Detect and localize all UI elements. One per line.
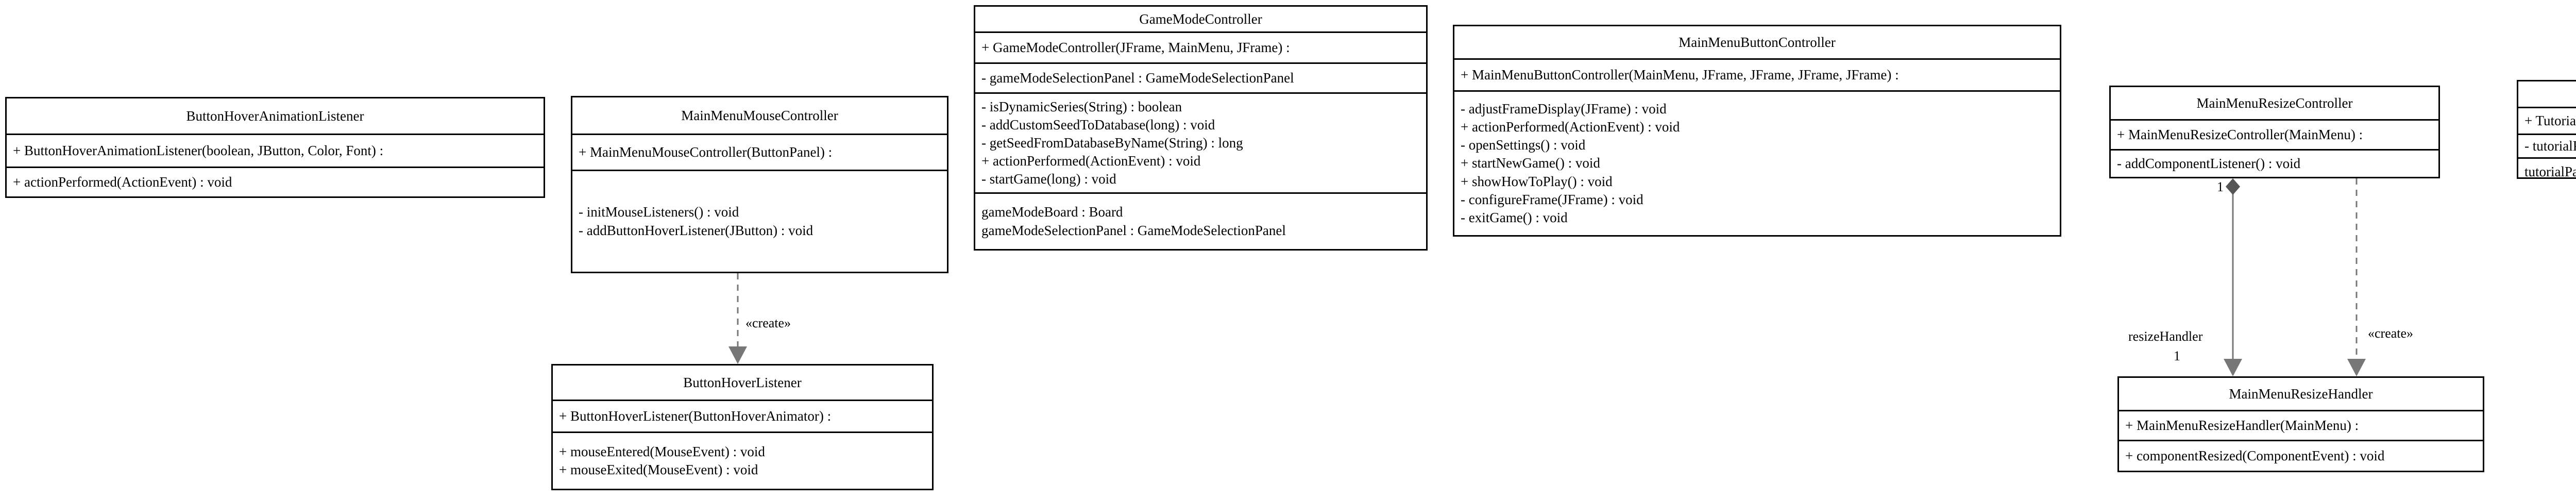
class-name: MainMenuResizeHandler bbox=[2229, 386, 2373, 402]
member-row: - tutorialPanel : TutorialPanel bbox=[2524, 138, 2576, 154]
member-row: + showHowToPlay() : void bbox=[1461, 173, 1613, 189]
class-name: MainMenuButtonController bbox=[1679, 34, 1836, 50]
member-row: + MainMenuResizeController(MainMenu) : bbox=[2117, 126, 2363, 142]
edge-label-multiplicity-target: 1 bbox=[2174, 348, 2180, 363]
class-constructor-compartment: + GameModeController(JFrame, MainMenu, J… bbox=[975, 31, 1426, 62]
class-attribute-compartment: - gameModeSelectionPanel : GameModeSelec… bbox=[975, 62, 1426, 92]
member-row: + MainMenuMouseController(ButtonPanel) : bbox=[579, 144, 833, 160]
class-box-button-hover-animation-listener[interactable]: ButtonHoverAnimationListener + ButtonHov… bbox=[5, 97, 545, 198]
member-row: gameModeSelectionPanel : GameModeSelecti… bbox=[981, 222, 1286, 238]
edge-label-create-1: «create» bbox=[745, 316, 791, 330]
member-row: - isDynamicSeries(String) : boolean bbox=[981, 98, 1182, 114]
class-constructor-compartment: + MainMenuButtonController(MainMenu, JFr… bbox=[1454, 58, 2060, 90]
member-row: + actionPerformed(ActionEvent) : void bbox=[13, 174, 232, 190]
member-row: - gameModeSelectionPanel : GameModeSelec… bbox=[981, 70, 1294, 86]
class-box-button-hover-listener[interactable]: ButtonHoverListener + ButtonHoverListene… bbox=[551, 364, 934, 490]
class-method-compartment: - addComponentListener() : void bbox=[2111, 148, 2438, 177]
member-row: + ButtonHoverAnimationListener(boolean, … bbox=[13, 142, 384, 158]
class-name: ButtonHoverListener bbox=[683, 374, 802, 390]
edge-label-multiplicity-source: 1 bbox=[2217, 179, 2224, 194]
class-constructor-compartment: + MainMenuResizeHandler(MainMenu) : bbox=[2119, 410, 2483, 440]
class-box-main-menu-resize-controller[interactable]: MainMenuResizeController + MainMenuResiz… bbox=[2109, 86, 2440, 178]
class-method-compartment: + mouseEntered(MouseEvent) : void + mous… bbox=[553, 431, 932, 489]
class-constructor-compartment: + MainMenuResizeController(MainMenu) : bbox=[2111, 119, 2438, 149]
member-row: + startNewGame() : void bbox=[1461, 155, 1600, 171]
class-method-compartment: - adjustFrameDisplay(JFrame) : void + ac… bbox=[1454, 90, 2060, 235]
class-title-compartment: ButtonHoverListener bbox=[553, 366, 932, 400]
member-row: - addButtonHoverListener(JButton) : void bbox=[579, 222, 814, 238]
member-row: - addComponentListener() : void bbox=[2117, 155, 2301, 171]
class-method-compartment: - isDynamicSeries(String) : boolean - ad… bbox=[975, 92, 1426, 192]
class-box-main-menu-resize-handler[interactable]: MainMenuResizeHandler + MainMenuResizeHa… bbox=[2117, 376, 2484, 472]
member-row: - openSettings() : void bbox=[1461, 137, 1586, 153]
class-name: GameModeController bbox=[1139, 11, 1262, 27]
member-row: + MainMenuResizeHandler(MainMenu) : bbox=[2125, 417, 2359, 433]
class-constructor-compartment: + MainMenuMouseController(ButtonPanel) : bbox=[572, 134, 947, 170]
member-row: gameModeBoard : Board bbox=[981, 204, 1123, 220]
member-row: - configureFrame(JFrame) : void bbox=[1461, 191, 1643, 207]
class-name: MainMenuMouseController bbox=[681, 107, 838, 123]
class-box-main-menu-button-controller[interactable]: MainMenuButtonController + MainMenuButto… bbox=[1453, 25, 2061, 237]
class-title-compartment: MainMenuResizeController bbox=[2111, 87, 2438, 119]
class-inner-compartment: tutorialPanel : JPanel bbox=[2518, 157, 2576, 185]
member-row: - initMouseListeners() : void bbox=[579, 204, 739, 220]
member-row: + ButtonHoverListener(ButtonHoverAnimato… bbox=[559, 408, 832, 424]
member-row: tutorialPanel : JPanel bbox=[2524, 163, 2576, 179]
member-row: - startGame(long) : void bbox=[981, 171, 1116, 187]
member-row: + mouseExited(MouseEvent) : void bbox=[559, 462, 758, 477]
class-attribute-compartment: - tutorialPanel : TutorialPanel bbox=[2518, 133, 2576, 157]
class-box-tutorial-controller[interactable]: TutorialController + TutorialController(… bbox=[2517, 80, 2576, 179]
class-method-compartment: + actionPerformed(ActionEvent) : void bbox=[7, 167, 544, 196]
member-row: + TutorialController(MainMenu, JFrame) : bbox=[2524, 112, 2576, 128]
class-title-compartment: TutorialController bbox=[2518, 81, 2576, 107]
member-row: + GameModeController(JFrame, MainMenu, J… bbox=[981, 39, 1290, 55]
edge-label-role-resize-handler: resizeHandler bbox=[2128, 329, 2203, 344]
member-row: - adjustFrameDisplay(JFrame) : void bbox=[1461, 101, 1667, 117]
class-title-compartment: GameModeController bbox=[975, 7, 1426, 31]
member-row: - exitGame() : void bbox=[1461, 209, 1568, 225]
member-row: + actionPerformed(ActionEvent) : void bbox=[981, 153, 1201, 169]
member-row: + mouseEntered(MouseEvent) : void bbox=[559, 443, 765, 459]
class-method-compartment: - initMouseListeners() : void - addButto… bbox=[572, 170, 947, 272]
class-inner-compartment: gameModeBoard : Board gameModeSelectionP… bbox=[975, 192, 1426, 249]
member-row: + actionPerformed(ActionEvent) : void bbox=[1461, 119, 1680, 135]
class-name: ButtonHoverAnimationListener bbox=[186, 108, 364, 124]
class-constructor-compartment: + TutorialController(MainMenu, JFrame) : bbox=[2518, 106, 2576, 134]
class-box-game-mode-controller[interactable]: GameModeController + GameModeController(… bbox=[974, 5, 1428, 251]
member-row: - addCustomSeedToDatabase(long) : void bbox=[981, 117, 1215, 132]
class-constructor-compartment: + ButtonHoverListener(ButtonHoverAnimato… bbox=[553, 400, 932, 431]
class-title-compartment: ButtonHoverAnimationListener bbox=[7, 98, 544, 134]
class-title-compartment: MainMenuResizeHandler bbox=[2119, 378, 2483, 410]
class-method-compartment: + componentResized(ComponentEvent) : voi… bbox=[2119, 440, 2483, 471]
class-title-compartment: MainMenuButtonController bbox=[1454, 26, 2060, 58]
member-row: - getSeedFromDatabaseByName(String) : lo… bbox=[981, 135, 1243, 151]
class-title-compartment: MainMenuMouseController bbox=[572, 97, 947, 134]
class-box-main-menu-mouse-controller[interactable]: MainMenuMouseController + MainMenuMouseC… bbox=[571, 96, 948, 273]
class-name: MainMenuResizeController bbox=[2196, 95, 2353, 111]
edge-label-create-2: «create» bbox=[2368, 326, 2414, 341]
member-row: + MainMenuButtonController(MainMenu, JFr… bbox=[1461, 67, 1899, 82]
class-constructor-compartment: + ButtonHoverAnimationListener(boolean, … bbox=[7, 134, 544, 167]
member-row: + componentResized(ComponentEvent) : voi… bbox=[2125, 447, 2385, 463]
